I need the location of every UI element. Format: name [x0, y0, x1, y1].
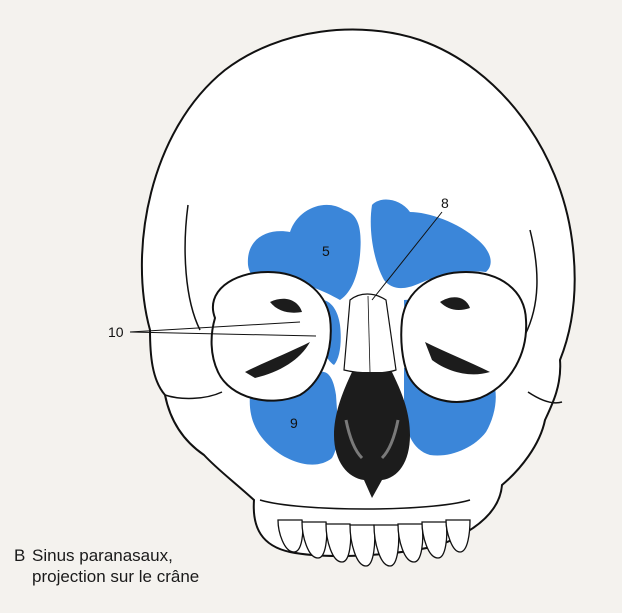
label-ethmoid-cells: 8: [441, 195, 449, 211]
teeth: [278, 520, 470, 566]
label-maxillary-sinus: 9: [290, 415, 298, 431]
caption-line-1: Sinus paranasaux,: [32, 546, 173, 565]
caption-line-2: projection sur le crâne: [14, 566, 199, 587]
tooth: [422, 522, 447, 558]
caption-letter: B: [14, 545, 32, 566]
label-frontal-sinus: 5: [322, 243, 330, 259]
tooth: [350, 525, 375, 566]
tooth: [374, 525, 399, 566]
label-leader-group: 10: [108, 324, 124, 340]
tooth: [398, 524, 423, 562]
tooth: [446, 520, 470, 552]
